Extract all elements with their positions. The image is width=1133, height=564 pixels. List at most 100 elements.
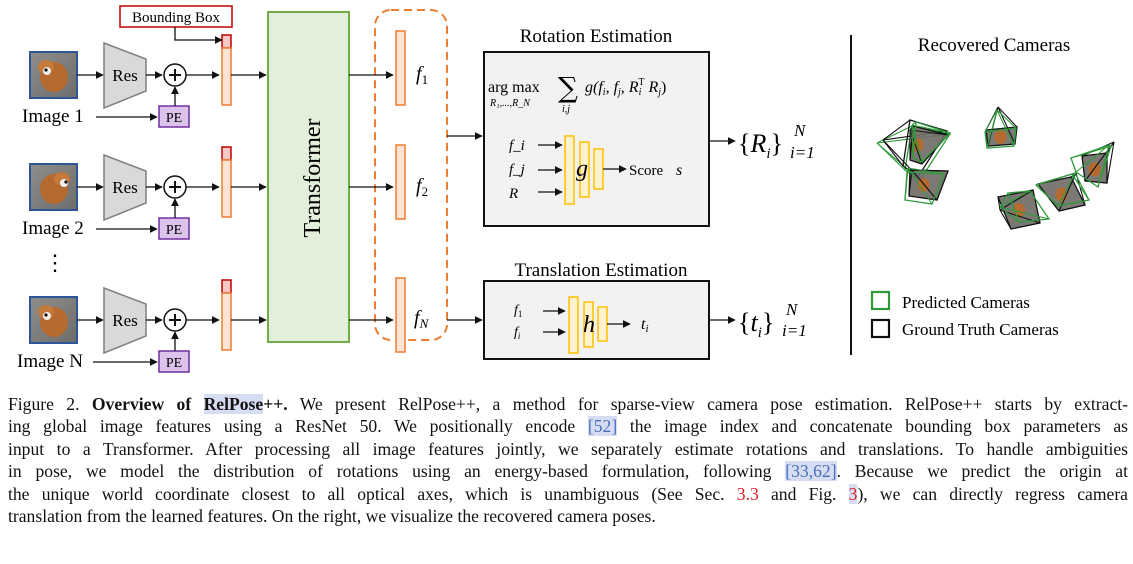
caption-text: Overview of <box>91 394 204 414</box>
caption-text: in pose, we model the distribution of ro… <box>8 461 786 482</box>
mlp-g-layer-1 <box>564 135 575 205</box>
mlp-g-layer-2 <box>579 141 590 198</box>
energy-formula: g(fi, fj, RiT Rj) <box>585 77 666 98</box>
translation-input-fi: fi <box>514 325 521 341</box>
positional-encoding-2 <box>158 217 190 240</box>
translation-ti: ti <box>641 316 649 335</box>
bbox-token-1 <box>221 34 232 49</box>
resnet-encoder-1 <box>103 41 147 110</box>
legend-ground-truth-swatch <box>870 318 891 339</box>
legend-ground-truth-label: Ground Truth Cameras <box>902 320 1059 339</box>
input-image-1 <box>29 51 78 99</box>
caption-line: in pose, we model the distribution of ro… <box>8 460 1128 482</box>
argmax-operator: arg max <box>488 79 540 96</box>
citation-link[interactable]: [52] <box>587 416 618 437</box>
caption-line: ing global image features using a ResNet… <box>8 415 1128 437</box>
mlp-h-layer-1 <box>568 296 579 354</box>
caption-text: the unique world coordinate closest to a… <box>8 483 737 504</box>
feature-token-1 <box>221 47 232 106</box>
rotation-panel <box>483 51 710 227</box>
feature-token-2 <box>221 159 232 218</box>
feature-group-dashed <box>374 9 448 341</box>
resnet-encoder-3 <box>103 286 147 355</box>
rotation-title: Rotation Estimation <box>520 26 673 47</box>
sum-symbol: ∑ <box>558 71 578 104</box>
input-image-label-1: Image 1 <box>22 106 84 127</box>
cameras-title: Recovered Cameras <box>918 35 1070 56</box>
cross-reference-link[interactable]: 3 <box>848 483 858 504</box>
mlp-h-layer-2 <box>583 301 594 348</box>
caption-text: and Fig. <box>758 483 849 504</box>
mlp-h-label: h <box>583 312 595 338</box>
translation-input-f1: f1 <box>514 303 522 319</box>
pe-label-1: PE <box>166 111 182 126</box>
input-image-label-3: Image N <box>17 351 83 372</box>
transformer-label: Transformer <box>300 118 326 237</box>
feature-label-2: f2 <box>416 175 428 199</box>
camera-gt <box>985 106 1018 147</box>
caption-text: translation from the learned features. O… <box>8 506 656 527</box>
rotation-input-R: R <box>508 186 518 202</box>
camera-visualization <box>876 106 1115 230</box>
feature-token-3 <box>221 292 232 351</box>
camera-pred <box>1034 172 1091 207</box>
mlp-h-layer-3 <box>597 306 608 342</box>
caption-text: ), we can directly regress camera <box>857 483 1128 504</box>
input-image-3 <box>29 296 78 344</box>
sum-subscript: i,j <box>562 104 570 115</box>
mlp-g-label: g <box>576 156 588 182</box>
translation-result-sup: N <box>785 300 799 319</box>
camera-pred <box>911 121 952 163</box>
caption-text: the image index and concatenate bounding… <box>617 416 1129 437</box>
camera-pred <box>984 109 1017 149</box>
citation-link[interactable]: [33,62] <box>785 461 837 482</box>
caption-text: We present RelPose++, a method for spars… <box>287 394 1128 414</box>
legend-predicted-label: Predicted Cameras <box>902 293 1030 312</box>
caption-text: input to a Transformer. After processing… <box>8 438 1128 459</box>
bounding-box-label-frame <box>119 5 233 28</box>
feature-label-1: f1 <box>416 63 428 87</box>
translation-result-sub: i=1 <box>782 321 807 340</box>
figure-caption: Figure 2. Overview of RelPose++. We pres… <box>8 393 1128 527</box>
bbox-token-3 <box>221 279 232 294</box>
caption-text: ++. <box>263 394 288 414</box>
translation-panel <box>483 280 710 360</box>
positional-encoding-1 <box>158 105 190 128</box>
bbox-arrow <box>174 27 223 44</box>
cross-reference-link[interactable]: 3.3 <box>736 483 759 504</box>
argmax-subscript: R₁,...,R_N <box>489 98 531 109</box>
resnet-label-3: Res <box>112 311 138 330</box>
caption-line: the unique world coordinate closest to a… <box>8 483 1128 505</box>
bounding-box-label: Bounding Box <box>132 10 220 26</box>
legend-predicted-swatch <box>870 290 891 311</box>
caption-text: RelPose <box>203 394 264 414</box>
camera-pred <box>999 190 1051 223</box>
positional-encoding-3 <box>158 350 190 373</box>
feature-bar-N <box>395 277 406 353</box>
ellipsis: ⋮ <box>44 250 66 275</box>
camera-pred <box>1070 144 1112 189</box>
rotation-result: {Ri} <box>738 129 783 162</box>
resnet-label-1: Res <box>112 66 138 85</box>
feature-label-N: fN <box>414 307 430 331</box>
camera-pred <box>904 167 945 205</box>
rotation-input-fj: f_j <box>509 162 525 178</box>
resnet-label-2: Res <box>112 178 138 197</box>
input-image-label-2: Image 2 <box>22 218 84 239</box>
rotation-result-sup: N <box>793 121 807 140</box>
transformer-block <box>267 11 350 343</box>
feature-bar-1 <box>395 30 406 106</box>
rotation-input-fi: f_i <box>509 138 525 154</box>
feature-bar-2 <box>395 144 406 220</box>
bounding-box-label-group: Bounding Box <box>119 5 233 44</box>
caption-line: translation from the learned features. O… <box>8 505 1128 527</box>
input-image-2 <box>29 163 78 211</box>
score-symbol: s <box>676 162 682 179</box>
score-label: Score <box>629 163 663 179</box>
resnet-encoder-2 <box>103 153 147 222</box>
caption-text: . Because we predict the origin at <box>836 461 1128 482</box>
